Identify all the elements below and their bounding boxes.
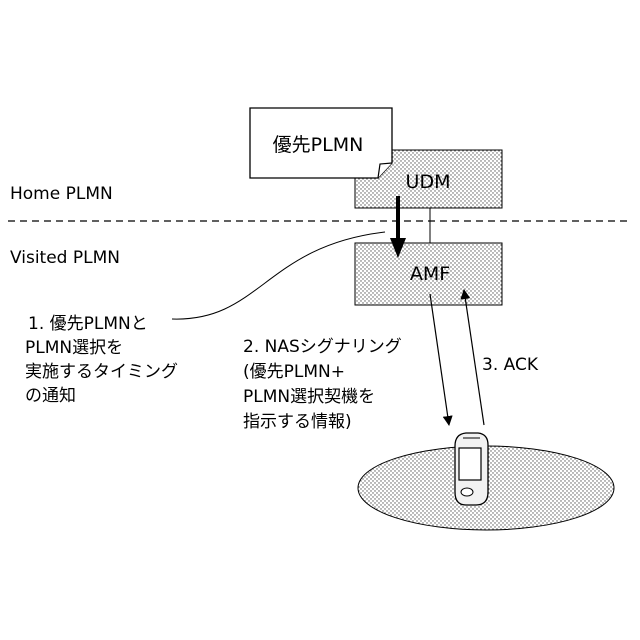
step1-note: 1. 優先PLMNと PLMN選択を 実施するタイミング の通知: [25, 314, 178, 406]
visited-plmn-label: Visited PLMN: [10, 248, 120, 268]
step1-line-3: 実施するタイミング: [25, 362, 178, 382]
ack-arrow: [464, 290, 484, 425]
amf-node: AMF: [355, 243, 502, 305]
preferred-plmn-doc-label: 優先PLMN: [273, 134, 364, 156]
step3-note: 3. ACK: [482, 355, 539, 375]
step2-line-1: 2. NASシグナリング: [243, 337, 402, 357]
udm-label: UDM: [406, 171, 451, 193]
nas-signaling-arrow: [430, 294, 449, 425]
home-plmn-label: Home PLMN: [10, 184, 113, 204]
amf-label: AMF: [410, 263, 450, 285]
step1-callout-line: [172, 232, 385, 319]
step2-line-4: 指示する情報): [243, 412, 352, 432]
step2-line-2: (優先PLMN+: [243, 362, 345, 382]
preferred-plmn-document: 優先PLMN: [250, 108, 392, 178]
step1-line-1: 1. 優先PLMNと: [28, 314, 148, 334]
step1-line-2: PLMN選択を: [25, 338, 123, 358]
ue-device-icon: [455, 433, 488, 505]
step2-line-3: PLMN選択契機を: [243, 387, 375, 407]
step2-note: 2. NASシグナリング (優先PLMN+ PLMN選択契機を 指示する情報): [243, 337, 402, 432]
step1-line-4: の通知: [25, 386, 76, 406]
